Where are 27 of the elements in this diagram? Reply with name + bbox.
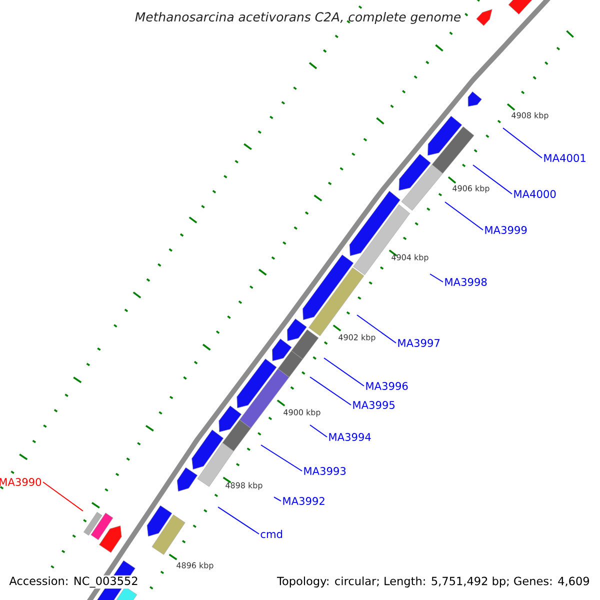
leader-line	[310, 376, 352, 406]
leader-line	[356, 314, 396, 344]
gene-label: MA3999	[485, 226, 527, 234]
leader-line	[502, 128, 542, 158]
footer-text: Topology: circular; Length: 5,751,492 bp; Genes: 4,609	[276, 576, 591, 588]
gene-label: MA3992	[283, 497, 324, 505]
title: Methanosarcina acetivorans C2A, complete genome	[135, 12, 461, 24]
footer-text: Accession: NC_003552	[8, 575, 140, 589]
gene-label: MA3998	[445, 278, 487, 286]
gene-label: MA3995	[353, 401, 394, 409]
leader-line	[274, 496, 282, 502]
gene-label: MA4000	[514, 190, 556, 198]
gene-label: cmd	[260, 530, 282, 538]
gene-label: MA3990	[0, 478, 42, 486]
gene-label: MA3993	[304, 467, 346, 475]
leader-line	[218, 506, 260, 534]
leader-line	[310, 424, 328, 438]
gene-label: MA3994	[329, 433, 371, 441]
gene-label: MA4001	[544, 154, 586, 162]
leader-line	[430, 274, 444, 282]
leader-line	[324, 358, 364, 386]
leader-line	[42, 482, 84, 512]
gene-label: MA3996	[366, 382, 408, 390]
leader-line	[444, 202, 484, 230]
leader-line	[472, 164, 512, 194]
leader-line	[260, 444, 302, 472]
gene-label: MA3997	[398, 339, 440, 347]
